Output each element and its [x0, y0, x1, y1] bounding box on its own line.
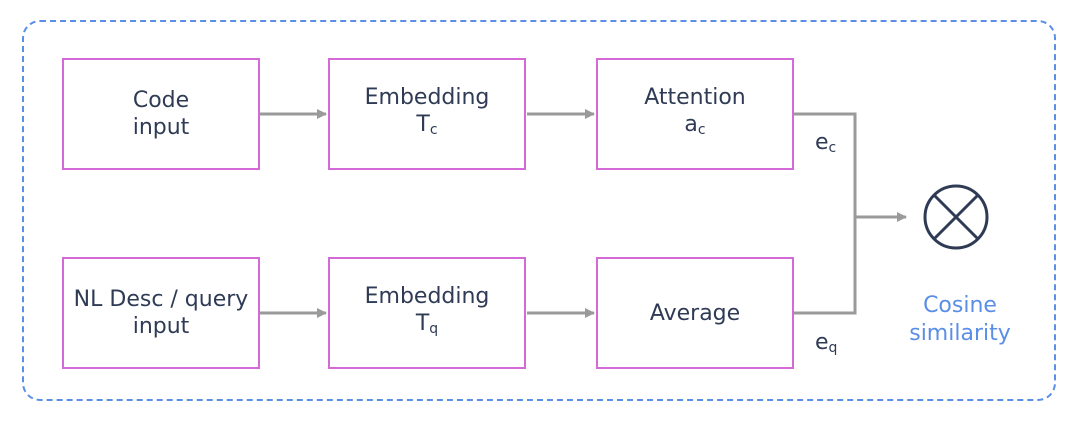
average-block: Average [596, 257, 794, 369]
code-input-block: Code input [62, 58, 260, 170]
embedding-c-block: Embedding Tc [328, 58, 526, 170]
edge-label-eq: eq [815, 330, 838, 356]
embedding-q-block: Embedding Tq [328, 257, 526, 369]
embedding-q-title: Embedding [364, 284, 490, 309]
code-input-line2: input [132, 115, 190, 140]
nl-input-block: NL Desc / query input [62, 257, 260, 369]
edge-label-ec: ec [815, 130, 837, 156]
attention-symbol: ac [684, 112, 706, 138]
nl-input-line2: input [132, 314, 190, 339]
line-eq [794, 217, 857, 315]
embedding-c-symbol: Tc [416, 112, 438, 138]
cosine-similarity-label: Cosine similarity [890, 292, 1030, 348]
embedding-c-title: Embedding [364, 85, 490, 110]
nl-input-line1: NL Desc / query [73, 287, 249, 312]
cosine-line2: similarity [909, 321, 1011, 346]
attention-block: Attention ac [596, 58, 794, 170]
embedding-q-symbol: Tq [415, 311, 439, 337]
average-title: Average [649, 300, 741, 326]
otimes-icon [923, 184, 989, 250]
code-input-line1: Code [132, 88, 190, 113]
attention-title: Attention [644, 85, 746, 110]
cosine-line1: Cosine [923, 293, 997, 318]
model-frame [22, 20, 1056, 401]
line-ec [794, 112, 857, 217]
